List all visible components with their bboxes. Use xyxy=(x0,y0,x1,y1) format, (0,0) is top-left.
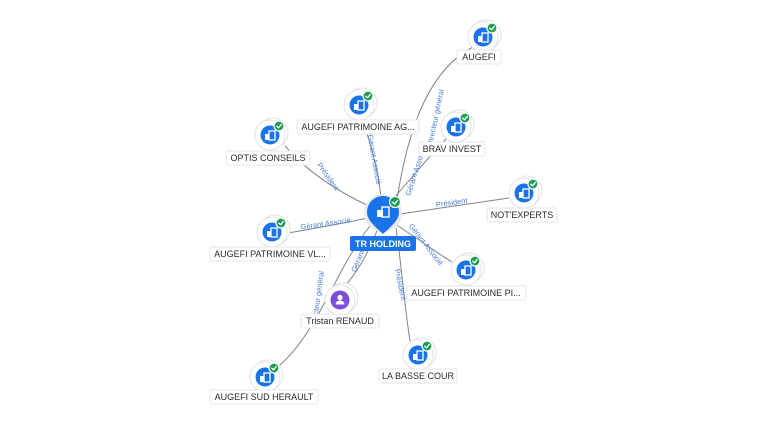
building-icon xyxy=(354,100,365,111)
node-label-box xyxy=(225,150,311,166)
edge-label: Directeur général xyxy=(425,88,446,146)
node-label-box xyxy=(486,207,558,223)
node-label-box xyxy=(209,246,331,262)
check-icon xyxy=(489,25,495,31)
center-label-box xyxy=(350,236,416,251)
verified-badge-icon xyxy=(268,362,280,374)
building-icon xyxy=(260,372,271,383)
node-augefi-patrimoine-vl[interactable]: AUGEFI PATRIMOINE VL... xyxy=(209,214,331,262)
check-icon xyxy=(365,93,371,99)
edge-augefi-patrimoine-vl[interactable]: Gérant Associé xyxy=(287,216,369,234)
edge-line xyxy=(395,46,474,206)
node-label: AUGEFI PATRIMOINE AG... xyxy=(301,122,414,132)
edge-not-experts[interactable]: Président xyxy=(399,196,510,215)
node-label-box xyxy=(418,141,486,157)
node-label-box xyxy=(209,389,319,405)
node-label-box xyxy=(378,368,458,384)
node-label: AUGEFI SUD HERAULT xyxy=(215,392,314,402)
verified-badge-icon xyxy=(275,217,287,229)
edge-label: Gérant Associé xyxy=(300,216,352,232)
verified-badge-icon xyxy=(273,120,285,132)
node-label-box xyxy=(300,313,380,329)
check-icon xyxy=(472,258,478,264)
check-icon xyxy=(276,123,282,129)
building-icon xyxy=(451,122,462,133)
node-optis-conseils[interactable]: OPTIS CONSEILS xyxy=(225,117,311,166)
building-icon xyxy=(461,265,472,276)
node-label: AUGEFI PATRIMOINE PI... xyxy=(411,288,520,298)
verified-badge-icon xyxy=(469,255,481,267)
check-icon xyxy=(424,343,430,349)
verified-badge-icon xyxy=(388,195,402,209)
node-label: Tristan RENAUD xyxy=(306,316,374,326)
building-icon xyxy=(377,206,390,218)
building-icon xyxy=(265,130,276,141)
edge-line xyxy=(394,223,453,263)
building-icon xyxy=(519,188,530,199)
edge-label: Président xyxy=(435,196,469,209)
center-label: TR HOLDING xyxy=(355,239,411,249)
nodes-layer: AUGEFI AUGEFI PATRIMOINE AG... OPTIS CONSE… xyxy=(209,19,558,405)
check-icon xyxy=(530,181,536,187)
check-icon xyxy=(462,115,468,121)
verified-badge-icon xyxy=(421,340,433,352)
node-label: OPTIS CONSEILS xyxy=(230,153,305,163)
edge-line xyxy=(287,217,369,234)
verified-badge-icon xyxy=(486,22,498,34)
building-icon xyxy=(267,227,278,238)
node-brav-invest[interactable]: BRAV INVEST xyxy=(418,109,486,157)
node-label: LA BASSE COUR xyxy=(382,371,455,381)
check-icon xyxy=(271,365,277,371)
node-label-box xyxy=(456,49,502,65)
verified-badge-icon xyxy=(527,178,539,190)
edge-line xyxy=(399,197,510,215)
node-label-box xyxy=(296,119,420,135)
building-icon xyxy=(478,32,489,43)
center-node[interactable]: TR HOLDING xyxy=(350,194,416,251)
check-icon xyxy=(391,199,399,205)
node-augefi[interactable]: AUGEFI xyxy=(456,19,502,65)
verified-badge-icon xyxy=(362,90,374,102)
edge-label: Gérant Associé xyxy=(366,134,384,186)
node-augefi-patrimoine-ag[interactable]: AUGEFI PATRIMOINE AG... xyxy=(296,87,420,135)
node-la-basse-cour[interactable]: LA BASSE COUR xyxy=(378,337,458,384)
node-label: AUGEFI xyxy=(462,52,496,62)
node-not-experts[interactable]: NOT'EXPERTS xyxy=(486,175,558,223)
person-icon xyxy=(335,294,345,305)
check-icon xyxy=(278,220,284,226)
verified-badge-icon xyxy=(459,112,471,124)
node-label-box xyxy=(405,285,527,301)
node-label: NOT'EXPERTS xyxy=(491,210,554,220)
node-augefi-sud-herault[interactable]: AUGEFI SUD HERAULT xyxy=(209,359,319,405)
node-augefi-patrimoine-pi[interactable]: AUGEFI PATRIMOINE PI... xyxy=(405,252,527,301)
building-icon xyxy=(413,350,424,361)
node-tristan-renaud[interactable]: Tristan RENAUD xyxy=(300,282,380,329)
node-label: BRAV INVEST xyxy=(423,144,482,154)
node-label: AUGEFI PATRIMOINE VL... xyxy=(214,249,326,259)
